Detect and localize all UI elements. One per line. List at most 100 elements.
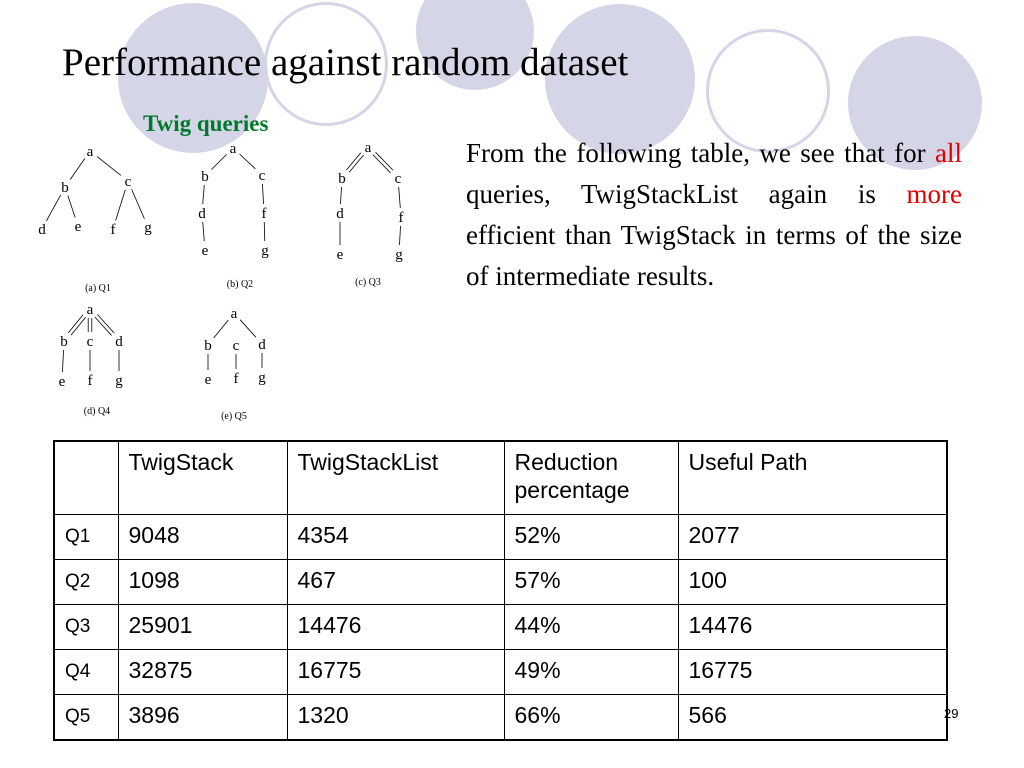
table-cell: 16775	[286, 649, 505, 695]
table-cell: 4354	[286, 514, 505, 561]
tree-caption: (b) Q2	[227, 279, 253, 290]
table-cell: 467	[286, 559, 505, 606]
tree-edge	[202, 221, 205, 242]
tree-node-label: a	[87, 302, 94, 318]
table-header-cell	[53, 440, 119, 516]
tree-node-label: a	[365, 140, 372, 156]
table-row: Q5 3896 1320 66% 566	[53, 693, 948, 741]
tree-edge	[239, 319, 257, 338]
table-cell: 566	[677, 693, 948, 741]
query-label-cell: Q1	[53, 514, 119, 561]
table-cell: 25901	[117, 604, 288, 651]
tree-node-label: d	[258, 337, 266, 353]
decorative-circle	[545, 4, 695, 154]
tree-double-edge	[375, 151, 394, 171]
tree-edge	[262, 183, 264, 205]
table-row: Q1 9048 4354 52% 2077	[53, 514, 948, 561]
tree-node-label: g	[258, 370, 266, 386]
tree-node-label: d	[38, 222, 46, 238]
tree-edge	[62, 349, 64, 373]
table-header-cell: Reduction percentage	[503, 440, 679, 516]
tree-node-label: f	[88, 373, 93, 389]
tree-node-label: e	[337, 247, 344, 263]
body-paragraph: From the following table, we see that fo…	[466, 133, 962, 297]
tree-edge	[131, 189, 145, 219]
tree-edge	[202, 184, 205, 205]
tree-edge	[67, 195, 76, 218]
query-label-cell: Q2	[53, 559, 119, 606]
table-header-cell: TwigStack	[117, 440, 288, 516]
query-label-cell: Q4	[53, 649, 119, 695]
table-header-row: TwigStack TwigStackList Reduction percen…	[53, 440, 948, 516]
tree-node-label: f	[262, 206, 267, 222]
tree-node-label: f	[234, 371, 239, 387]
table-cell: 66%	[503, 693, 679, 741]
table-cell: 16775	[677, 649, 948, 695]
table-cell: 1320	[286, 693, 505, 741]
tree-edge	[96, 156, 122, 176]
tree-node-label: g	[115, 373, 123, 389]
tree-edge	[45, 194, 62, 222]
body-text-part: queries, TwigStackList again is	[466, 179, 907, 209]
tree-edge	[340, 186, 342, 205]
tree-node-label: e	[59, 374, 66, 390]
tree-double-edge	[97, 314, 115, 334]
results-table: TwigStack TwigStackList Reduction percen…	[53, 440, 948, 741]
tree-node-label: d	[336, 206, 344, 222]
tree-double-edge	[94, 316, 112, 336]
tree-node-label: b	[61, 180, 69, 196]
table-row: Q3 25901 14476 44% 14476	[53, 604, 948, 651]
tree-node-label: f	[399, 210, 404, 226]
tree-edge	[69, 158, 86, 180]
tree-node-label: g	[395, 247, 403, 263]
tree-edge	[398, 186, 401, 209]
tree-double-edge	[348, 154, 364, 173]
query-label-cell: Q3	[53, 604, 119, 651]
highlight-all: all	[935, 138, 962, 168]
table-cell: 32875	[117, 649, 288, 695]
tree-edge	[213, 319, 229, 339]
decorative-circle	[706, 29, 830, 153]
table-cell: 44%	[503, 604, 679, 651]
tree-node-label: d	[115, 334, 123, 350]
tree-node-label: c	[233, 338, 240, 354]
tree-node-label: a	[231, 306, 238, 322]
tree-double-edge	[70, 316, 87, 336]
tree-node-label: g	[144, 220, 152, 236]
tree-node-label: c	[125, 174, 132, 190]
page-number: 29	[944, 706, 959, 721]
decorative-circle	[118, 3, 268, 153]
tree-double-edge	[346, 152, 362, 171]
table-cell: 3896	[117, 693, 288, 741]
tree-caption: (c) Q3	[355, 277, 381, 288]
table-header-cell: Useful Path	[677, 440, 948, 516]
tree-node-label: e	[202, 243, 209, 259]
tree-node-label: b	[204, 338, 212, 354]
table-header-cell: TwigStackList	[286, 440, 505, 516]
tree-node-label: b	[60, 334, 68, 350]
tree-node-label: e	[75, 219, 82, 235]
tree-node-label: c	[87, 334, 94, 350]
tree-node-label: c	[395, 171, 402, 187]
table-cell: 14476	[286, 604, 505, 651]
slide-title: Performance against random dataset	[62, 41, 629, 84]
table-cell: 14476	[677, 604, 948, 651]
figure-subtitle: Twig queries	[143, 111, 269, 136]
tree-node-label: g	[261, 243, 269, 259]
tree-caption: (a) Q1	[85, 283, 111, 294]
tree-edge	[399, 225, 401, 246]
table-cell: 49%	[503, 649, 679, 695]
table-cell: 2077	[677, 514, 948, 561]
tree-edge	[115, 189, 126, 221]
body-text-part: efficient than TwigStack in terms of the…	[466, 220, 962, 291]
decorative-circle	[264, 2, 388, 126]
tree-node-label: b	[338, 171, 346, 187]
highlight-more: more	[906, 179, 962, 209]
table-cell: 57%	[503, 559, 679, 606]
body-text-part: From the following table, we see that fo…	[466, 138, 935, 168]
tree-node-label: e	[205, 372, 212, 388]
query-label-cell: Q5	[53, 693, 119, 741]
tree-double-edge	[372, 154, 391, 174]
tree-node-label: f	[111, 222, 116, 238]
